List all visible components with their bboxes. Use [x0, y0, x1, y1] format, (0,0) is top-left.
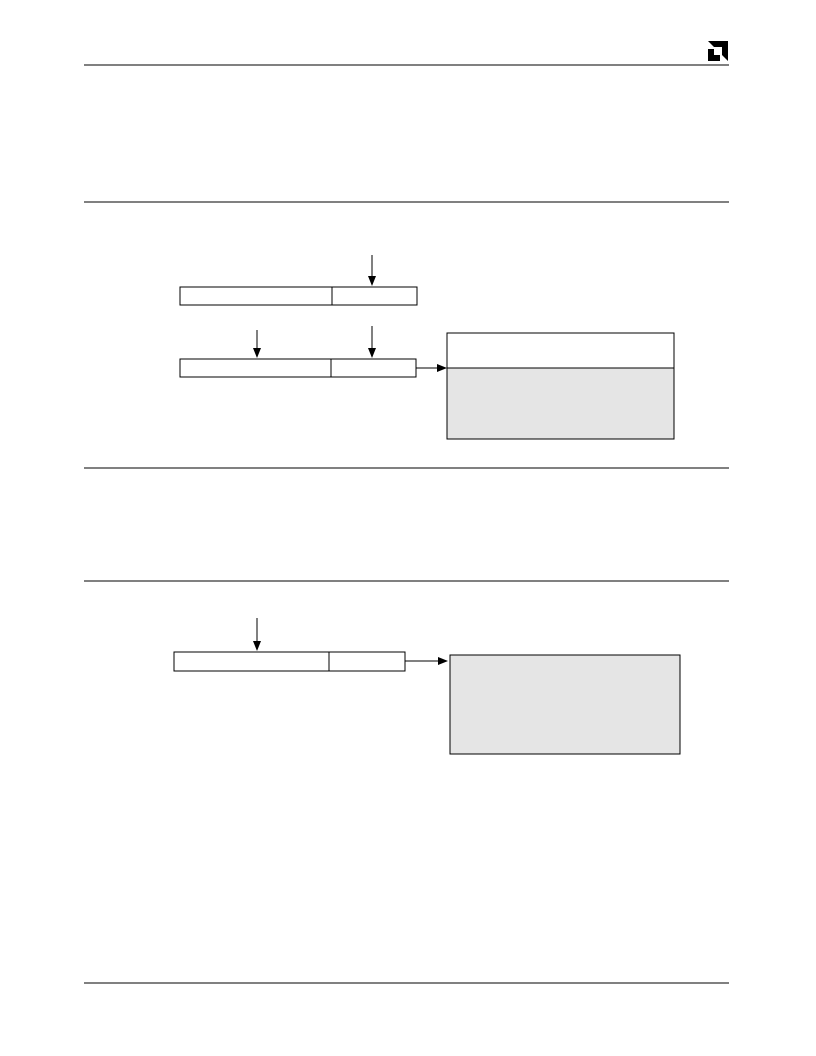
upper-register — [179, 286, 418, 306]
figure-1 — [179, 255, 675, 440]
lower-register — [179, 358, 417, 378]
target-box-2 — [449, 654, 681, 755]
lower-register-field-left — [179, 358, 332, 378]
upper-register-field-left — [179, 286, 333, 306]
target-box-1-body — [446, 367, 675, 440]
register-2-field-right — [328, 651, 406, 672]
register-2 — [173, 651, 406, 672]
target-box-1-header — [446, 332, 675, 369]
figure-2 — [173, 618, 681, 755]
lower-register-field-right — [330, 358, 417, 378]
upper-register-field-right — [331, 286, 418, 306]
register-2-field-left — [173, 651, 330, 672]
amd-logo-icon — [708, 41, 728, 61]
target-box-1 — [446, 332, 675, 440]
